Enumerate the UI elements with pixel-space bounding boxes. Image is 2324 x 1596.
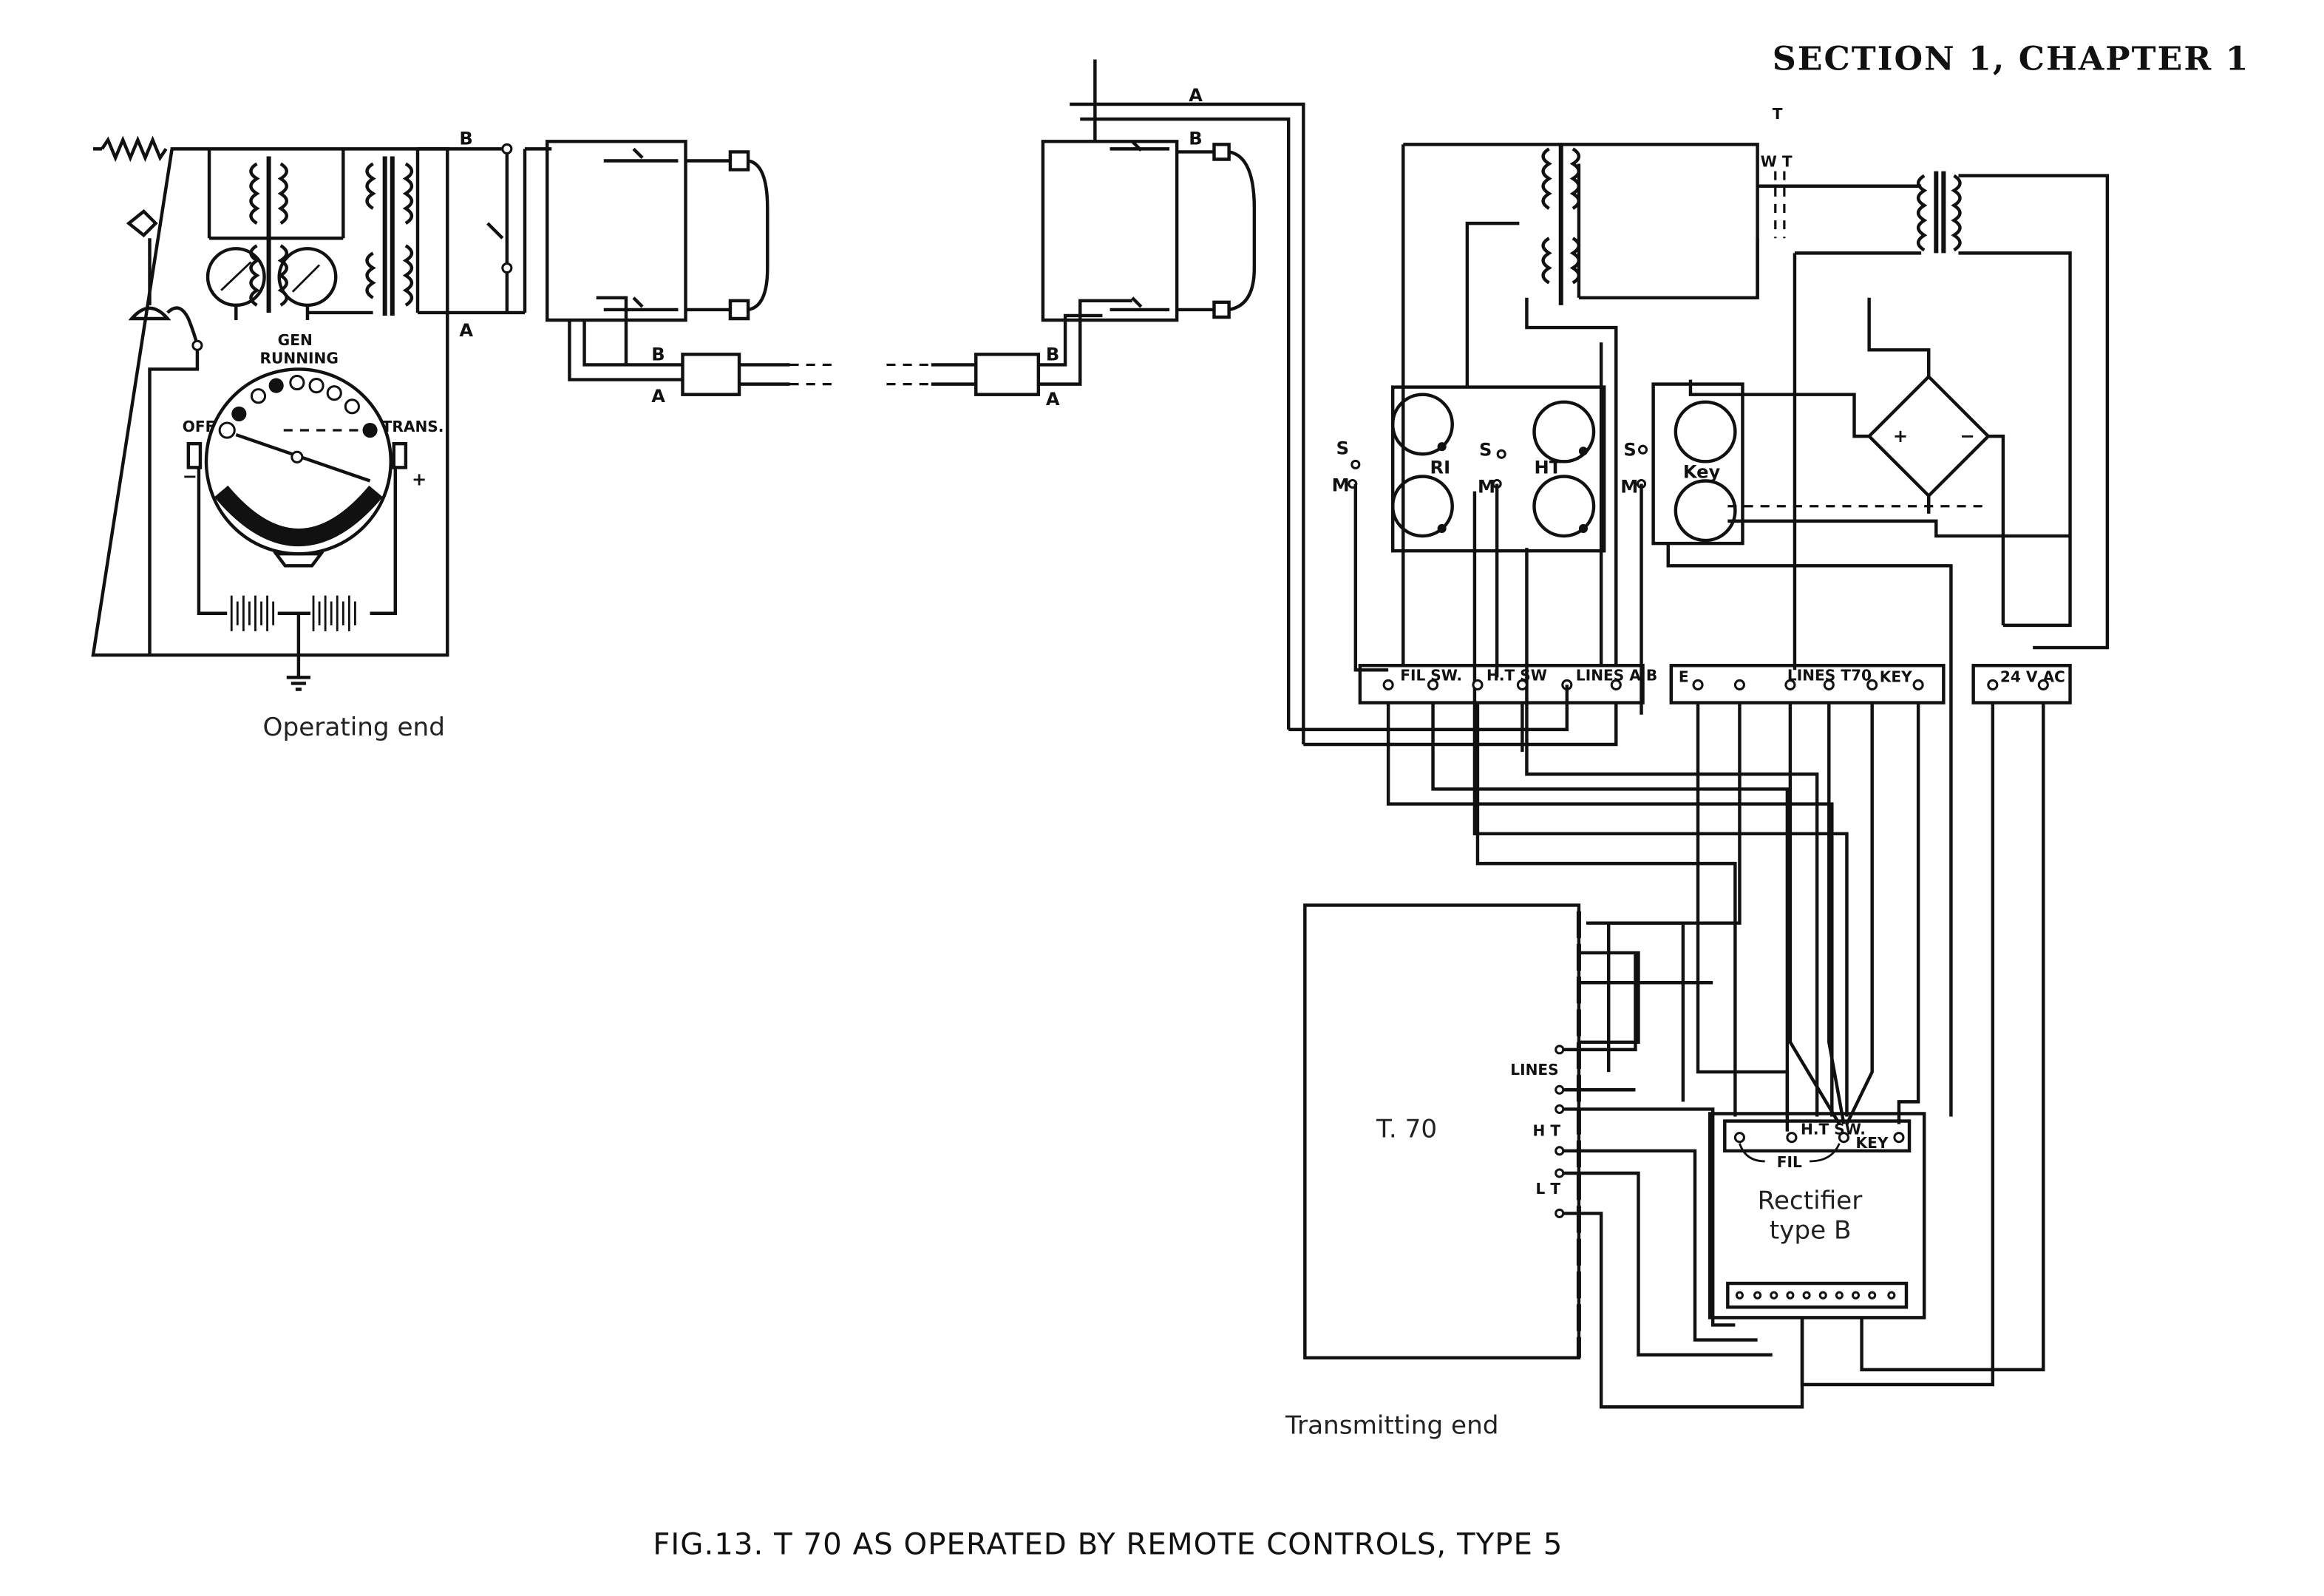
- operating-end-circuit: GEN RUNNING OFF TRANS. − +: [91, 128, 931, 742]
- diagram-label: M: [1332, 475, 1350, 496]
- bridge-rectifier: + −: [1688, 297, 2005, 625]
- transmitting-end-caption: Transmitting end: [1285, 1410, 1498, 1440]
- diagram-label: 24 V AC: [2000, 668, 2065, 685]
- remote-line-junction: B A A B: [931, 59, 1305, 744]
- diagram-label: TRANS.: [382, 418, 444, 435]
- transformer-2: [365, 156, 414, 316]
- diagram-label: Rectifier: [1758, 1186, 1863, 1215]
- diagram-label: A: [1189, 85, 1203, 106]
- cable-plug-1: [681, 353, 741, 396]
- rectifier-type-b: [1708, 1112, 1926, 1320]
- diagram-label: M: [1478, 477, 1495, 498]
- diagram-label: FIL: [1777, 1153, 1802, 1171]
- mains-transformer: [1916, 171, 1962, 254]
- diagram-label: type B: [1770, 1216, 1852, 1246]
- diagram-label: B: [1046, 344, 1059, 364]
- diagram-label: +: [1893, 426, 1908, 446]
- diagram-label: M: [1620, 477, 1638, 498]
- diagram-label: W T: [1761, 153, 1793, 171]
- key-relay-box: [1651, 382, 1744, 546]
- transmitting-end-circuit: T W T + − RI HT S M S M S M Key: [1285, 105, 2110, 1440]
- diagram-label: B: [459, 128, 472, 149]
- operating-end-caption: Operating end: [263, 713, 445, 742]
- diagram-label: −: [183, 466, 197, 487]
- diagram-label: RI: [1430, 457, 1451, 478]
- terminal-strip-3: 24 V AC: [1971, 664, 2072, 704]
- diagram-label: KEY: [1856, 1134, 1889, 1152]
- diagram-label: S: [1479, 439, 1492, 460]
- resistor: [101, 135, 168, 163]
- diagram-label: H.T SW: [1487, 666, 1547, 684]
- diagram-label: A: [651, 386, 665, 407]
- cable-plug-2: [974, 353, 1041, 396]
- diagram-label: Key: [1683, 461, 1721, 482]
- diagram-label: GEN: [278, 331, 313, 349]
- section-header: SECTION 1, CHAPTER 1: [1773, 40, 2250, 78]
- diagram-label: T: [1773, 105, 1783, 123]
- diagram-label: B: [651, 344, 665, 364]
- diagram-label: −: [1960, 426, 1975, 446]
- battery-icon: [197, 469, 398, 631]
- diagram-label: H T: [1532, 1122, 1560, 1140]
- diagram-label: B: [1189, 128, 1202, 149]
- diagram-label: T. 70: [1376, 1115, 1437, 1144]
- diagram-label: L T: [1536, 1180, 1561, 1198]
- diagram-label: S: [1336, 438, 1349, 458]
- ground-icon: [286, 613, 310, 691]
- diagram-label: HT: [1534, 457, 1561, 478]
- terminal-strip-2: E LINES T70 KEY: [1669, 664, 1946, 704]
- microphone-icon: [126, 209, 200, 346]
- diagram-label: A: [1046, 389, 1060, 410]
- diagram-label: S: [1623, 439, 1636, 460]
- relay-transformer: [1541, 143, 1581, 305]
- terminal-strip-1: FIL SW. H.T SW LINES A B: [1358, 664, 1657, 704]
- diagram-label: KEY: [1880, 668, 1912, 685]
- diagram-label: RUNNING: [260, 349, 339, 367]
- controller-dial: GEN RUNNING OFF TRANS. − +: [183, 331, 444, 568]
- figure-caption: FIG.13. T 70 AS OPERATED BY REMOTE CONTR…: [653, 1528, 1563, 1562]
- diagram-label: H.T SW.: [1801, 1121, 1866, 1138]
- diagram-label: A: [459, 320, 473, 341]
- diagram-label: OFF: [183, 418, 216, 435]
- diagram-label: +: [412, 469, 427, 490]
- diagram-label: LINES: [1510, 1061, 1558, 1079]
- diagram-label: E: [1679, 668, 1689, 685]
